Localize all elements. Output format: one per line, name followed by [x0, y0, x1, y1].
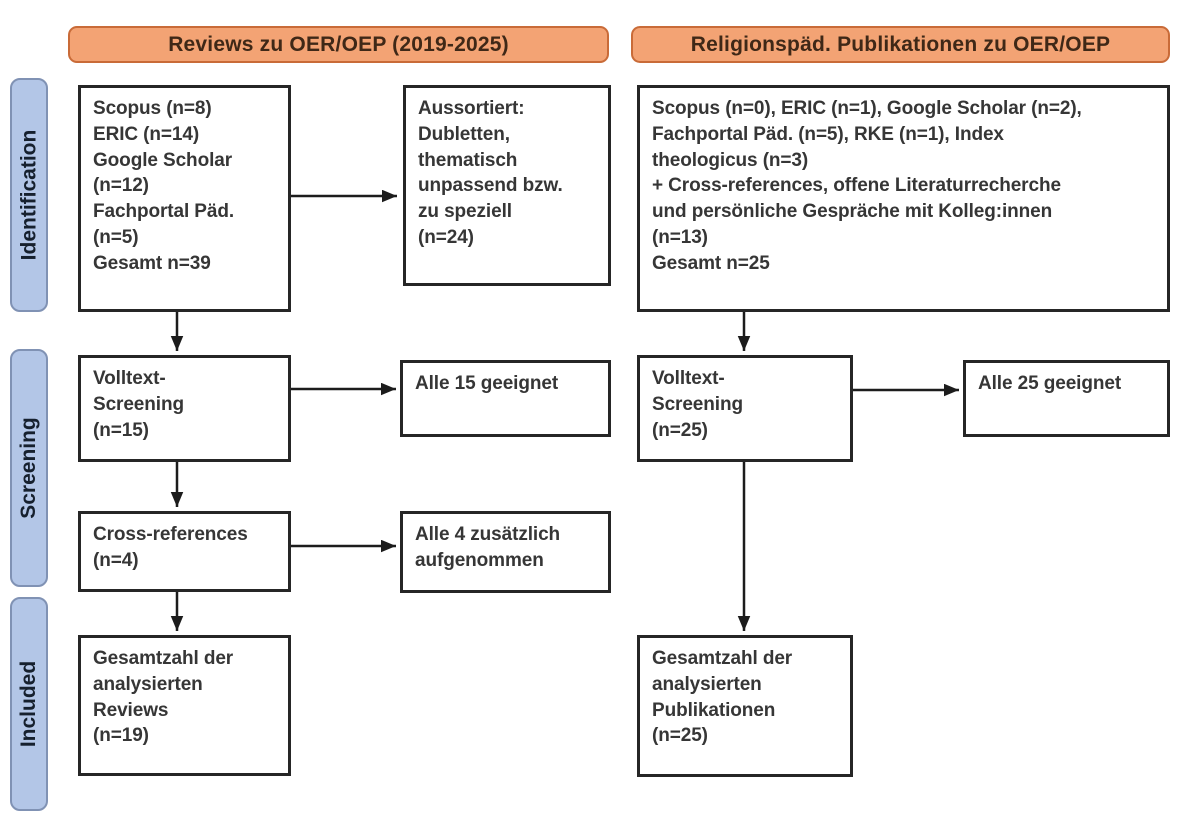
stage-tab-identification: Identification — [10, 78, 48, 312]
stage-tab-screening: Screening — [10, 349, 48, 587]
left-eligible-box: Alle 15 geeignet — [400, 360, 611, 437]
left-crossreferences-box: Cross-references (n=4) — [78, 511, 291, 592]
right-fulltext-screening-box: Volltext- Screening (n=25) — [637, 355, 853, 462]
stage-tab-included: Included — [10, 597, 48, 811]
stage-label-included: Included — [17, 660, 40, 748]
right-eligible-box: Alle 25 geeignet — [963, 360, 1170, 437]
left-fulltext-screening-box: Volltext- Screening (n=15) — [78, 355, 291, 462]
stage-label-identification: Identification — [17, 129, 41, 261]
left-added-box: Alle 4 zusätzlich aufgenommen — [400, 511, 611, 593]
right-identification-sources-box: Scopus (n=0), ERIC (n=1), Google Scholar… — [637, 85, 1170, 312]
right-column-header: Religionspäd. Publikationen zu OER/OEP — [631, 26, 1170, 63]
left-excluded-box: Aussortiert: Dubletten, thematisch unpas… — [403, 85, 611, 286]
stage-label-screening: Screening — [17, 417, 41, 519]
right-included-total-box: Gesamtzahl der analysierten Publikatione… — [637, 635, 853, 777]
left-identification-sources-box: Scopus (n=8) ERIC (n=14) Google Scholar … — [78, 85, 291, 312]
left-column-header: Reviews zu OER/OEP (2019-2025) — [68, 26, 609, 63]
left-included-total-box: Gesamtzahl der analysierten Reviews (n=1… — [78, 635, 291, 776]
